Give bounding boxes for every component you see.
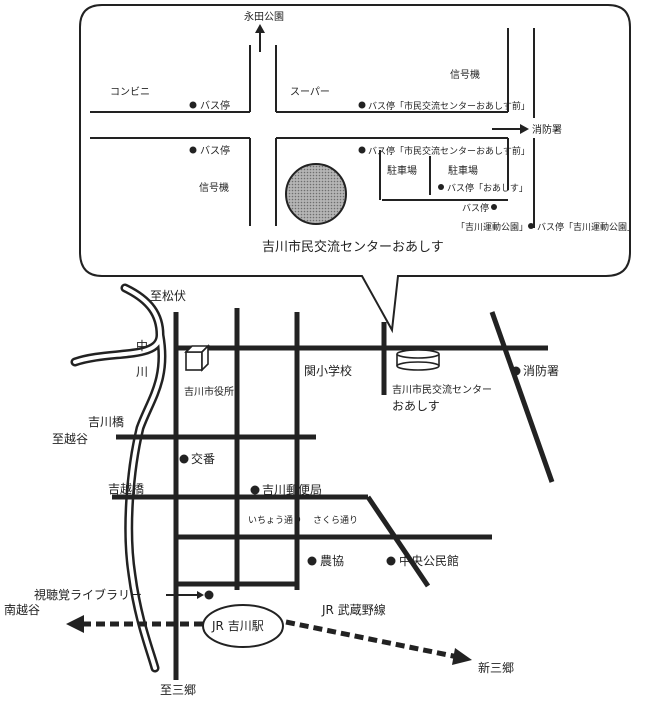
label-center-line2: おあしす — [392, 399, 440, 413]
label-super: スーパー — [290, 86, 330, 98]
bus-stop-icon — [358, 101, 366, 109]
label-river-char2: 川 — [136, 365, 148, 379]
jr-yoshikawa-station — [202, 604, 284, 648]
north-arrow-icon — [255, 24, 265, 33]
bus-stop-icon — [438, 184, 444, 190]
label-river-char1: 中 — [136, 338, 148, 353]
label-to-misato: 至三郷 — [160, 683, 196, 697]
label-koban: 交番 — [191, 451, 215, 466]
label-yoshiba-bridge: 吉越橋 — [108, 482, 144, 496]
label-sakura-dori: さくら通り — [313, 515, 358, 526]
label-icho-dori: いちょう通り — [248, 515, 302, 526]
label-post-office: 吉川郵便局 — [262, 483, 322, 497]
pointer-arrow-icon — [197, 591, 204, 599]
label-bus-stop-center-1: バス停「市民交流センターおあしす前」 — [368, 100, 530, 112]
label-konbini: コンビニ — [110, 86, 150, 98]
post-office-icon — [250, 485, 260, 495]
koban-icon — [179, 454, 189, 464]
bus-stop-icon — [189, 146, 197, 154]
bus-stop-icon — [491, 204, 497, 210]
label-to-matsubushi: 至松伏 — [150, 289, 186, 303]
city-hall-building-icon — [184, 344, 210, 372]
fire-station-icon — [511, 366, 521, 376]
label-bus-stop-small: バス停 — [462, 202, 489, 214]
bus-stop-icon — [189, 101, 197, 109]
label-seki-school: 関小学校 — [304, 363, 352, 378]
label-bus-stop-1: バス停 — [200, 99, 230, 112]
label-bus-stop-2: バス停 — [200, 144, 230, 157]
label-yoshikawa-undo-koen: 「吉川運動公園」 — [456, 222, 528, 233]
label-city-hall: 吉川市役所 — [184, 385, 234, 398]
venue-marker — [285, 163, 347, 225]
label-bus-stop-center-2: バス停「市民交流センターおあしす前」 — [368, 145, 530, 157]
label-signal-1: 信号機 — [450, 68, 480, 81]
naka-river — [70, 283, 167, 673]
main-map: 至松伏 中 川 吉川市役所 関小学校 吉川市民交流センター おあしす 消防署 吉… — [4, 283, 559, 697]
label-to-koshigaya: 至越谷 — [52, 432, 88, 446]
inset-title: 吉川市民交流センターおあしす — [262, 239, 444, 255]
bus-stop-icon — [528, 223, 534, 229]
av-library-icon — [204, 590, 214, 600]
oasis-building-icon — [396, 349, 440, 371]
label-center-line1: 吉川市民交流センター — [392, 383, 492, 396]
bus-stop-icon — [358, 146, 366, 154]
label-central-hall: 中央公民館 — [399, 553, 459, 568]
label-fire-station: 消防署 — [532, 123, 562, 136]
label-bus-stop-undo-koen: バス停「吉川運動公園」 — [537, 221, 636, 233]
label-fire-station: 消防署 — [523, 363, 559, 378]
label-av-library: 視聴覚ライブラリー — [34, 587, 142, 602]
label-yoshikawa-bridge: 吉川橋 — [88, 415, 124, 429]
label-signal-2: 信号機 — [199, 181, 229, 194]
arrow-left-icon — [66, 615, 84, 633]
label-shin-misato: 新三郷 — [478, 660, 514, 675]
jr-musashino-line-east — [285, 619, 459, 660]
central-hall-icon — [386, 556, 396, 566]
east-arrow-icon — [520, 124, 529, 134]
label-nokyo: 農協 — [320, 553, 344, 568]
label-parking-1: 駐車場 — [387, 164, 417, 177]
label-jr-line: JR 武蔵野線 — [321, 602, 386, 617]
inset-callout: 永田公園 コンビニ スーパー バス停 バス停 バス停「市民交流センターおあしす前… — [79, 4, 636, 334]
label-bus-stop-oasis: バス停「おあしす」 — [447, 182, 528, 194]
nokyo-icon — [307, 556, 317, 566]
arrow-right-icon — [452, 648, 472, 665]
label-minami-koshigaya: 南越谷 — [4, 602, 40, 617]
label-nagata-park: 永田公園 — [244, 10, 284, 23]
label-jr-station: JR 吉川駅 — [211, 619, 264, 633]
label-parking-2: 駐車場 — [448, 164, 478, 177]
